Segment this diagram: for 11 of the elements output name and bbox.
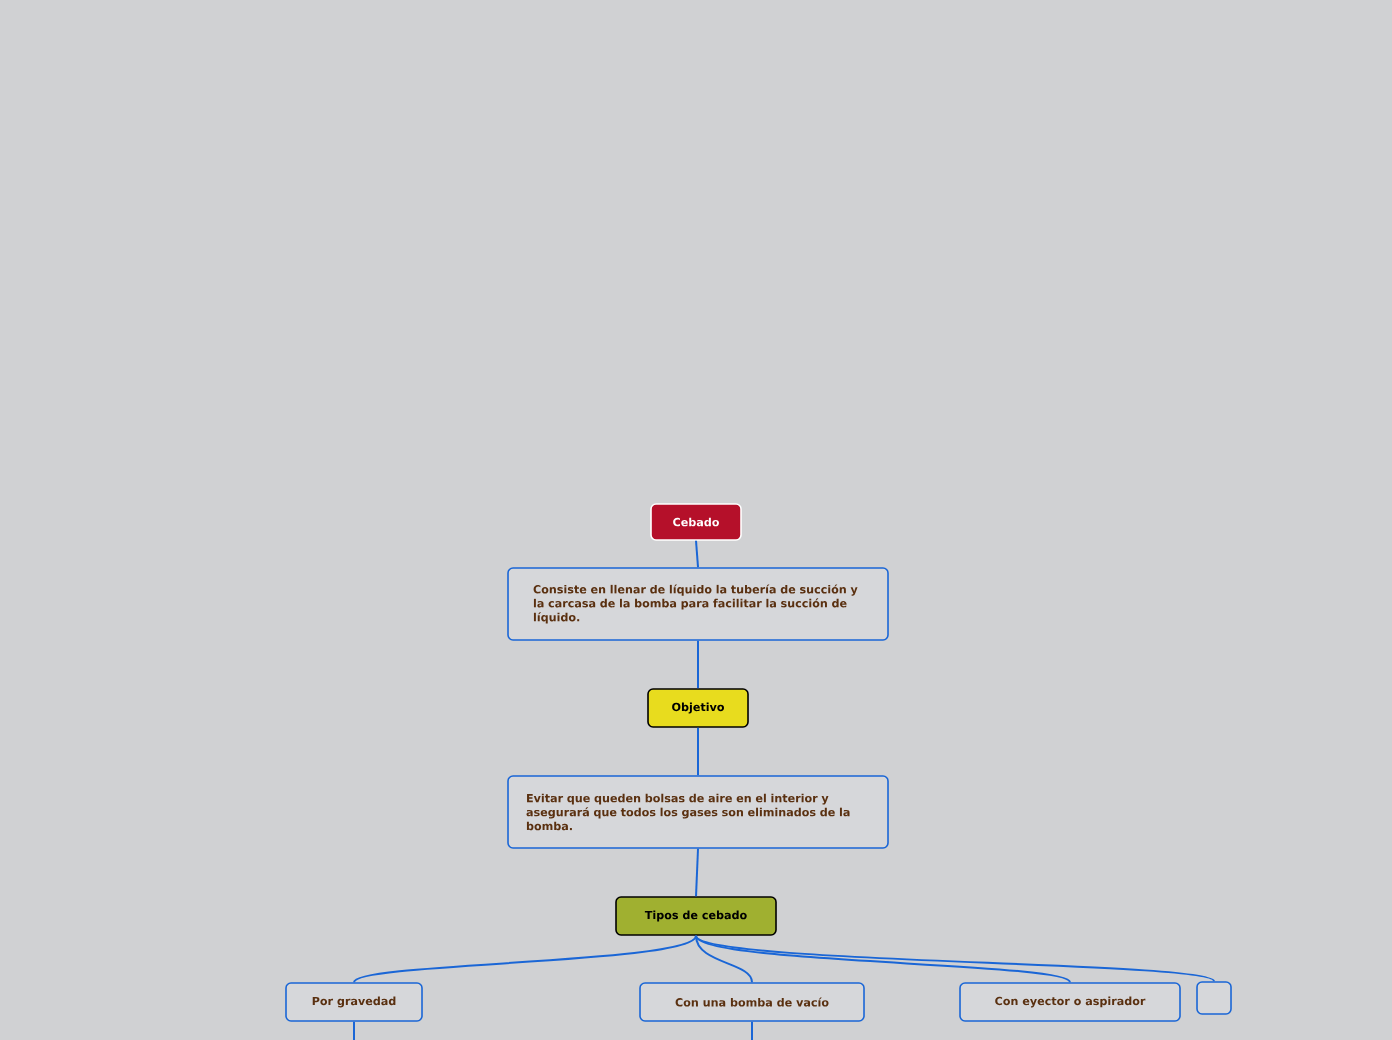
connector [751,1020,753,1040]
connector [695,934,1215,983]
connector [695,934,753,984]
connector [697,639,699,690]
connector [353,934,697,984]
connector [695,539,699,569]
connector [695,847,699,898]
empty-box [1196,981,1232,1015]
connector [353,1020,355,1040]
connector [695,934,1071,984]
connector [697,726,699,777]
